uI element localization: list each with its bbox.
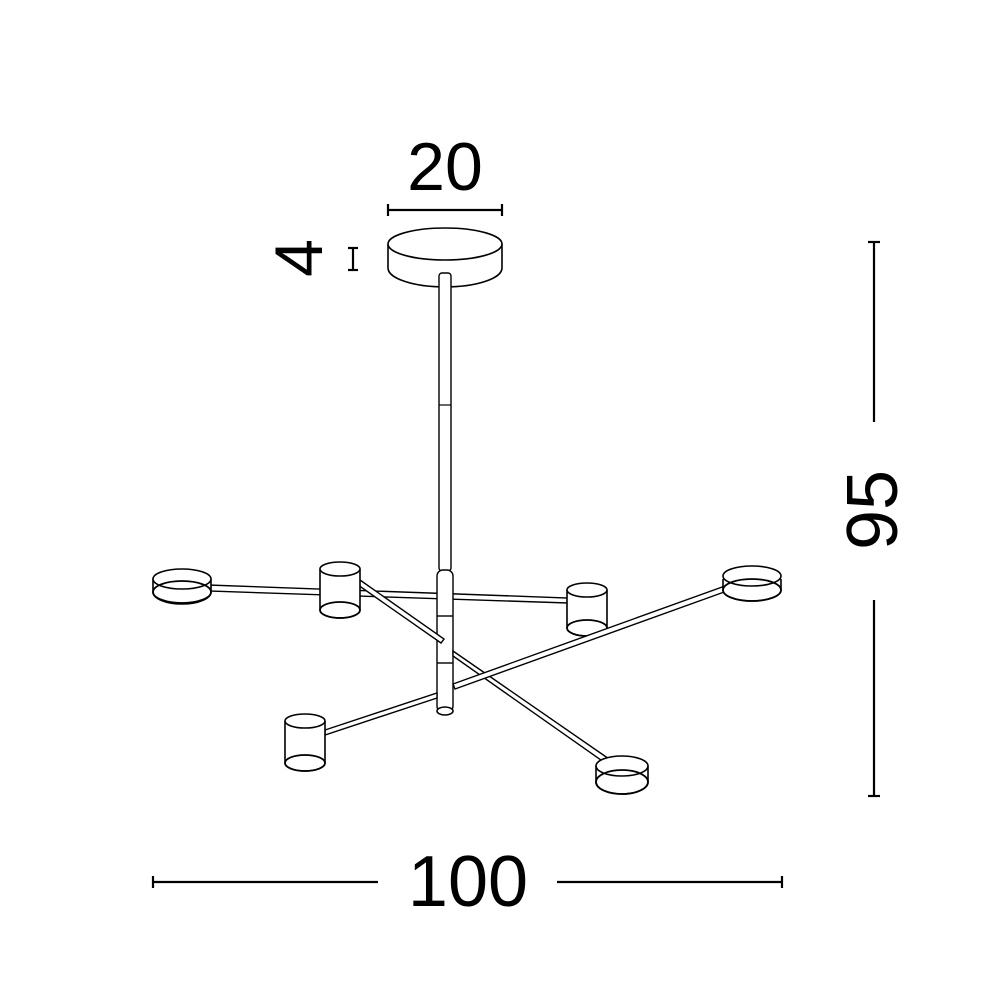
light-head-5 xyxy=(284,713,326,772)
ceiling-canopy xyxy=(387,227,503,288)
light-head-6 xyxy=(595,755,649,795)
light-head-2 xyxy=(319,561,361,619)
arm-diagonal-right-front xyxy=(324,585,728,736)
light-head-4 xyxy=(566,582,608,637)
total-width-label: 100 xyxy=(408,842,528,922)
dimension-total-width: 100 xyxy=(151,842,784,922)
total-height-label: 95 xyxy=(833,470,913,550)
light-head-3 xyxy=(722,565,782,602)
light-head-1 xyxy=(152,568,212,605)
suspension-rod xyxy=(438,272,452,572)
dimension-canopy-height: 4 xyxy=(261,239,358,277)
dimension-canopy-width: 20 xyxy=(386,129,504,216)
canopy-height-label: 4 xyxy=(261,239,337,277)
dimension-total-height: 95 xyxy=(833,240,913,798)
canopy-width-label: 20 xyxy=(407,129,483,205)
